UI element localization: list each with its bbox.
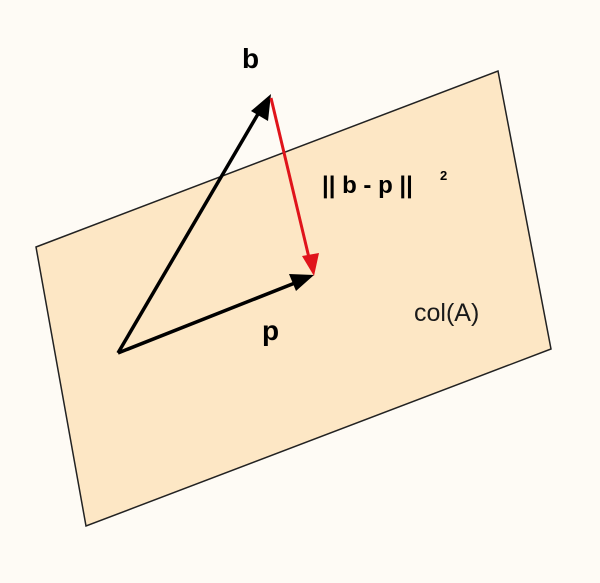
vector-b-arrowhead: [251, 94, 271, 121]
label-b: b: [242, 43, 259, 74]
label-p: p: [262, 315, 279, 346]
column-space-plane: [35, 69, 552, 528]
error-vector-arrow: [269, 97, 312, 263]
label-error-exponent: 2: [440, 168, 447, 183]
error-vector-arrowhead: [302, 253, 319, 276]
vector-b-arrow: [116, 101, 267, 354]
vector-p-arrow: [117, 277, 306, 355]
vector-p-arrowhead: [289, 274, 314, 291]
label-error-norm: || b - p ||: [322, 172, 413, 199]
label-col-a: col(A): [414, 299, 479, 327]
